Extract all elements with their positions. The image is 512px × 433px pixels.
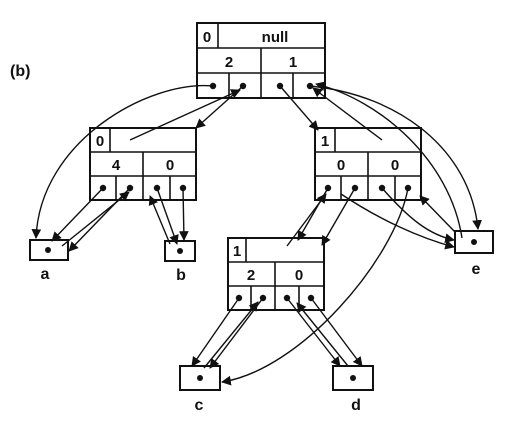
left-top-left: 0 — [96, 133, 104, 150]
lower-mid-left: 2 — [247, 267, 255, 284]
leaf-b-label: b — [176, 267, 186, 284]
root-top-left: 0 — [203, 29, 211, 46]
node-lower: 1 2 0 — [227, 237, 325, 311]
node-right: 1 0 0 — [314, 127, 422, 201]
panel-label: (b) — [10, 63, 30, 80]
leaf-c: c — [179, 365, 221, 414]
right-mid-left: 0 — [337, 157, 345, 174]
lower-mid-right: 0 — [295, 267, 303, 284]
leaf-d-label: d — [351, 397, 361, 414]
leaf-e: e — [454, 230, 494, 278]
leaf-d: d — [332, 365, 374, 414]
left-mid-left: 4 — [112, 157, 121, 174]
right-top-left: 1 — [321, 133, 329, 150]
left-mid-right: 0 — [166, 157, 174, 174]
pointer-arrows — [31, 81, 482, 386]
leaf-a-label: a — [41, 266, 50, 283]
lower-top-left: 1 — [233, 243, 241, 260]
node-left: 0 4 0 — [89, 127, 197, 201]
leaf-a: a — [29, 239, 69, 283]
leaf-c-label: c — [195, 397, 204, 414]
leaf-b: b — [164, 240, 196, 284]
root-top-right: null — [262, 29, 289, 46]
leaf-e-label: e — [472, 261, 481, 278]
right-mid-right: 0 — [391, 157, 399, 174]
root-mid-right: 1 — [289, 54, 297, 71]
node-root: 0 null 2 1 — [196, 22, 326, 99]
root-mid-left: 2 — [225, 54, 233, 71]
